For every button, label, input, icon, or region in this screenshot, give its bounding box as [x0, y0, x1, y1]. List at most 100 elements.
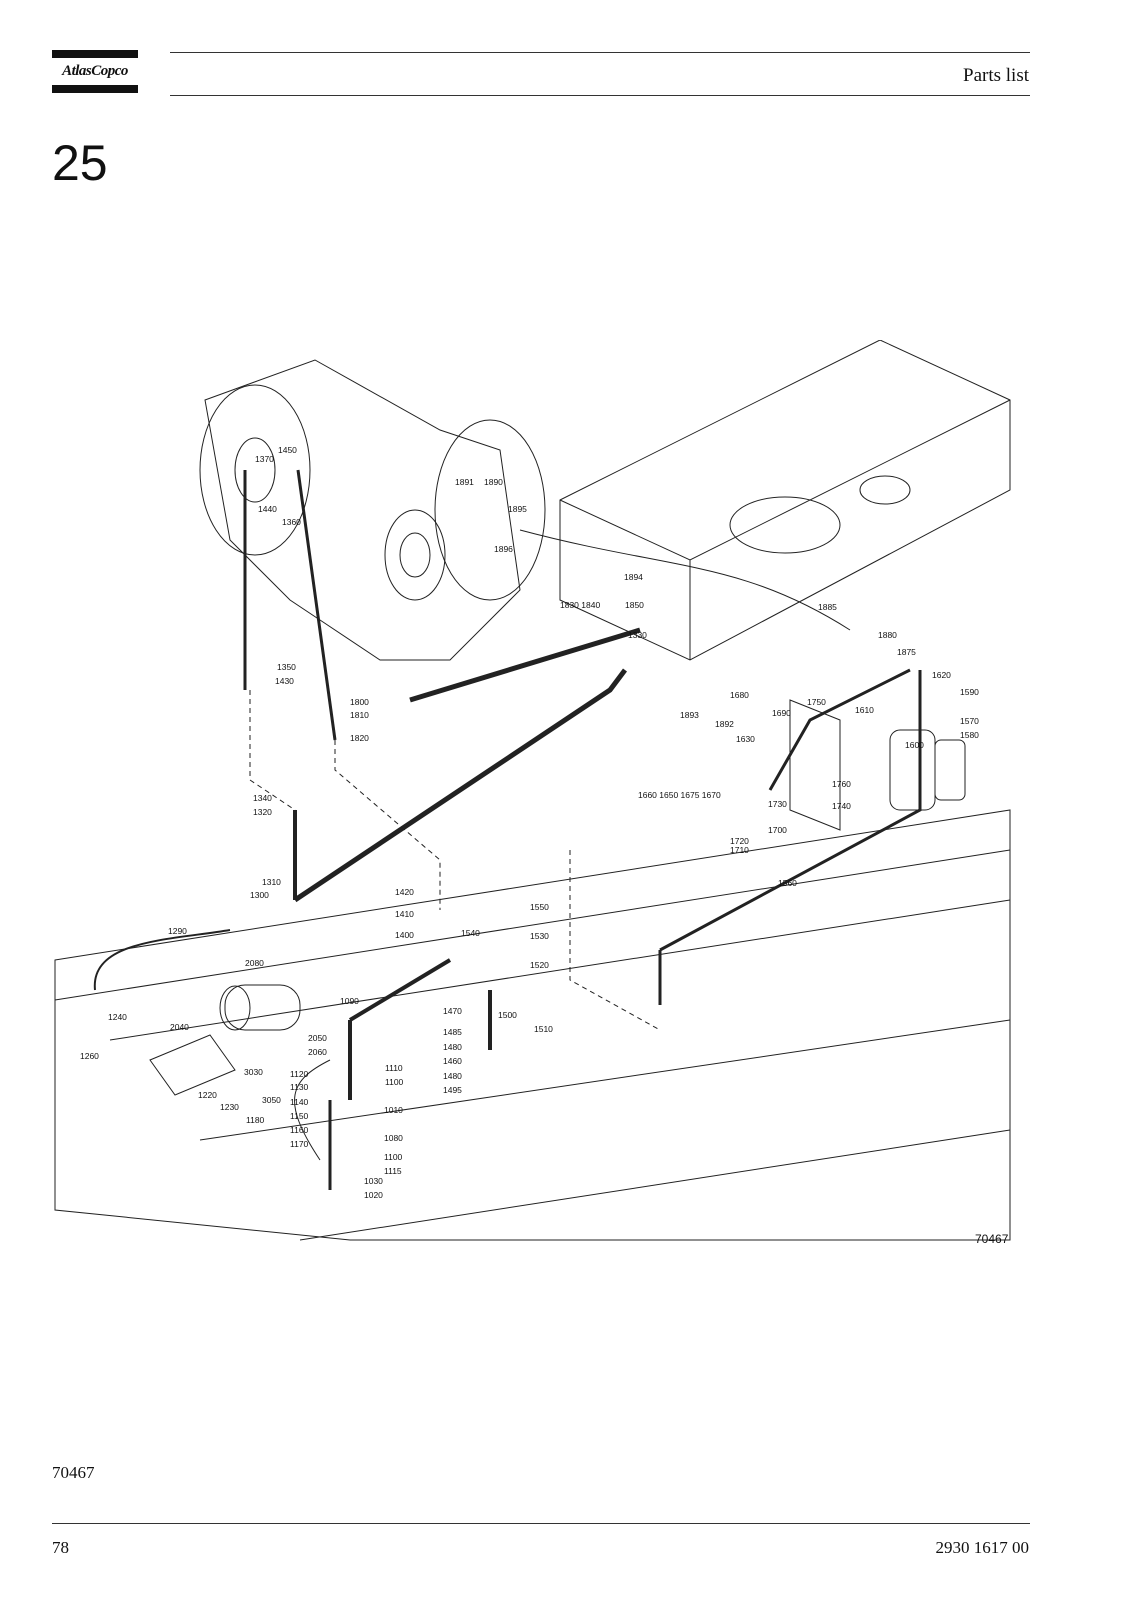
callout-1510: 1510	[534, 1024, 553, 1034]
callout-1890: 1890	[484, 477, 503, 487]
tank-manhole	[729, 496, 841, 554]
callout-1110: 1110	[385, 1063, 403, 1073]
flange-right	[434, 419, 546, 601]
logo-bar-top	[52, 50, 138, 58]
callout-1020: 1020	[364, 1190, 383, 1200]
callout-1590: 1590	[960, 687, 979, 697]
callout-1220: 1220	[198, 1090, 217, 1100]
callout-1090: 1090	[340, 996, 359, 1006]
callout-3050: 3050	[262, 1095, 281, 1105]
callout-1620: 1620	[932, 670, 951, 680]
callout-1720: 1720	[730, 836, 749, 846]
callout-1150: 1150	[290, 1111, 309, 1121]
callout-2080: 2080	[245, 958, 264, 968]
callout-1450: 1450	[278, 445, 297, 455]
callout-1560: 1560	[778, 878, 797, 888]
callout-1495: 1495	[443, 1085, 462, 1095]
logo-wordmark: AtlasCopco	[62, 63, 128, 79]
figure-id-label: 70467	[975, 1232, 1009, 1246]
section-number: 25	[52, 135, 108, 191]
callout-1875: 1875	[897, 647, 916, 657]
callout-1440: 1440	[258, 504, 277, 514]
callout-3030: 3030	[244, 1067, 263, 1077]
base-frame	[54, 809, 1011, 1241]
callout-1420: 1420	[395, 887, 414, 897]
callout-1485: 1485	[443, 1027, 462, 1037]
callout-1340: 1340	[253, 793, 272, 803]
callout-1430: 1430	[275, 676, 294, 686]
callout-1400: 1400	[395, 930, 414, 940]
callout-1700: 1700	[768, 825, 787, 835]
callout-1810: 1810	[350, 710, 369, 720]
callout-1460: 1460	[443, 1056, 462, 1066]
page-number: 78	[52, 1538, 69, 1557]
callout-1470: 1470	[443, 1006, 462, 1016]
pump-motor	[224, 984, 301, 1031]
callout-1300: 1300	[250, 890, 269, 900]
callout-1580: 1580	[960, 730, 979, 740]
gearbox-housing	[204, 359, 521, 661]
tank-body	[559, 340, 1011, 661]
callout-1820: 1820	[350, 733, 369, 743]
callout-1530: 1530	[530, 931, 549, 941]
callout-1610: 1610	[855, 705, 874, 715]
callout-1750: 1750	[807, 697, 826, 707]
callout-1100: 1100	[385, 1077, 404, 1087]
logo-bar-bottom	[52, 85, 138, 93]
callout-1800: 1800	[350, 697, 369, 707]
callout-1500: 1500	[498, 1010, 517, 1020]
callout-1180: 1180	[246, 1115, 265, 1125]
callout-1230: 1230	[220, 1102, 239, 1112]
callout-1895: 1895	[508, 504, 527, 514]
header-rule-top	[170, 52, 1030, 53]
callout-1330: 1330	[628, 630, 647, 640]
callout-1885: 1885	[818, 602, 837, 612]
callout-2060: 2060	[308, 1047, 327, 1057]
callout-1160: 1160	[290, 1125, 309, 1135]
flange-left	[199, 384, 311, 556]
callout-1130: 1130	[290, 1082, 309, 1092]
callout-1893: 1893	[680, 710, 699, 720]
header-title: Parts list	[963, 65, 1029, 86]
callout-1310: 1310	[262, 877, 281, 887]
callout-1480: 1480	[443, 1042, 462, 1052]
callout-1260: 1260	[80, 1051, 99, 1061]
callout-1100: 1100	[384, 1152, 403, 1162]
callout-1370: 1370	[255, 454, 274, 464]
callout-1320: 1320	[253, 807, 272, 817]
document-number: 2930 1617 00	[935, 1538, 1030, 1557]
callout-1660-1650-1675-1670: 1660 1650 1675 1670	[638, 790, 721, 800]
callout-1880: 1880	[878, 630, 897, 640]
callout-1520: 1520	[530, 960, 549, 970]
atlas-copco-logo: AtlasCopco	[52, 50, 138, 93]
callout-1120: 1120	[290, 1069, 309, 1079]
callout-1170: 1170	[290, 1139, 309, 1149]
callout-1550: 1550	[530, 902, 549, 912]
callout-1710: 1710	[730, 845, 749, 855]
callout-1240: 1240	[108, 1012, 127, 1022]
callout-1630: 1630	[736, 734, 755, 744]
callout-1740: 1740	[832, 801, 851, 811]
callout-1760: 1760	[832, 779, 851, 789]
callout-1680: 1680	[730, 690, 749, 700]
callout-1730: 1730	[768, 799, 787, 809]
callout-1894: 1894	[624, 572, 643, 582]
callout-1570: 1570	[960, 716, 979, 726]
callout-1892: 1892	[715, 719, 734, 729]
figure-caption: 70467	[52, 1463, 95, 1482]
callout-1540: 1540	[461, 928, 480, 938]
callout-1030: 1030	[364, 1176, 383, 1186]
callout-1350: 1350	[277, 662, 296, 672]
callout-1830-1840: 1830 1840	[560, 600, 600, 610]
callout-1850: 1850	[625, 600, 644, 610]
callout-1010: 1010	[384, 1105, 403, 1115]
callout-1480: 1480	[443, 1071, 462, 1081]
callout-1896: 1896	[494, 544, 513, 554]
callout-2050: 2050	[308, 1033, 327, 1043]
callout-1080: 1080	[384, 1133, 403, 1143]
callout-1140: 1140	[290, 1097, 309, 1107]
footer-rule	[52, 1523, 1030, 1524]
